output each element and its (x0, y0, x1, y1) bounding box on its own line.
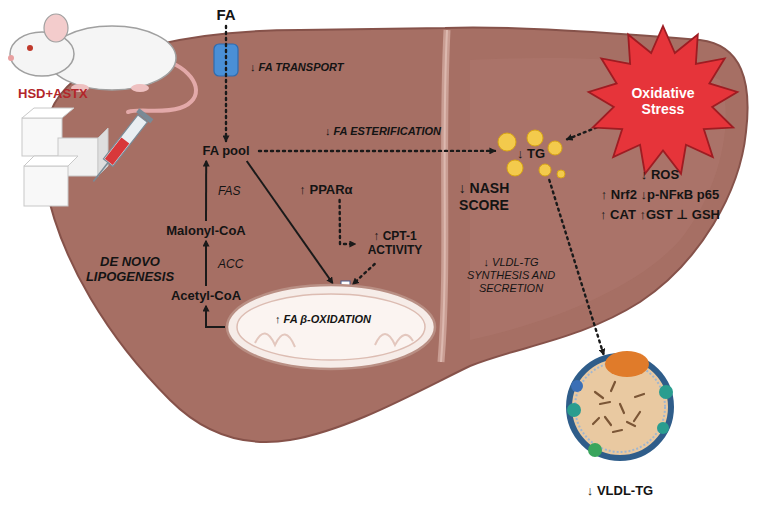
pathway-arrow (205, 241, 207, 286)
node-text: ↓ TG (517, 147, 545, 162)
lipid-droplet-node: ↓ TG (495, 128, 567, 180)
dotted-arrow (259, 150, 495, 153)
annotation-label: ↓ VLDL-TG SYNTHESIS AND SECRETION (452, 256, 570, 295)
edge-label: ACC (218, 257, 243, 271)
node-text: FA pool (202, 144, 249, 159)
annotation-label: HSD+ASTX (18, 86, 118, 101)
pathway-arrow (205, 161, 207, 221)
sugar-cubes (22, 108, 108, 206)
annotation-label: ↓ ROS (580, 167, 740, 182)
dotted-arrow (340, 200, 355, 244)
input-node: FA (213, 4, 239, 26)
annotation-label: ↑ CAT ↑GST ⊥ GSH (572, 207, 748, 222)
annotation-label: ↑ Nrf2 ↓p-NFκB p65 (572, 187, 748, 202)
node-text: ↑ CPT-1 ACTIVITY (355, 230, 435, 258)
stress-burst-node: Oxidative Stress (588, 26, 738, 176)
node-text: ↓ VLDL-TG (587, 484, 653, 499)
dotted-arrow (225, 26, 227, 141)
falciform-ligament-core (441, 30, 447, 362)
receptor-node: ↑ PPARα (292, 180, 360, 200)
pathway-arrow (247, 161, 333, 283)
annotation-label: ↓ FA TRANSPORT (250, 61, 380, 74)
vldl-node: ↓ VLDL-TG (565, 352, 675, 462)
metabolite-node: Malonyl-CoA (161, 221, 251, 241)
annotation-label: DE NOVO LIPOGENESIS (78, 254, 182, 285)
annotation-label: ↓ NASH SCORE (452, 180, 516, 213)
node-text: ↑ FA β-OXIDATION (275, 313, 371, 326)
rat-illustration (8, 14, 196, 112)
edge-label: ↓ FA ESTERIFICATION (325, 125, 441, 137)
enzyme-node: ↑ CPT-1 ACTIVITY (355, 224, 435, 264)
node-text: Oxidative Stress (620, 85, 706, 117)
dotted-arrow (353, 264, 375, 284)
edge-label: FAS (218, 184, 240, 198)
mitochondrion: ↑ FA β-OXIDATION (225, 283, 437, 371)
node-text: Acetyl-CoA (171, 289, 241, 304)
pool-node: FA pool (193, 141, 259, 161)
dotted-arrow (549, 180, 603, 355)
node-text: ↑ PPARα (299, 183, 352, 198)
vldl-particle (565, 352, 675, 462)
node-text: Malonyl-CoA (166, 224, 245, 239)
metabolite-node: Acetyl-CoA (163, 286, 249, 306)
mitochondrion-shape (225, 283, 437, 371)
falciform-ligament (441, 30, 447, 362)
node-text: FA (216, 6, 235, 23)
syringe (86, 108, 153, 187)
pathway-arrow (206, 306, 225, 327)
